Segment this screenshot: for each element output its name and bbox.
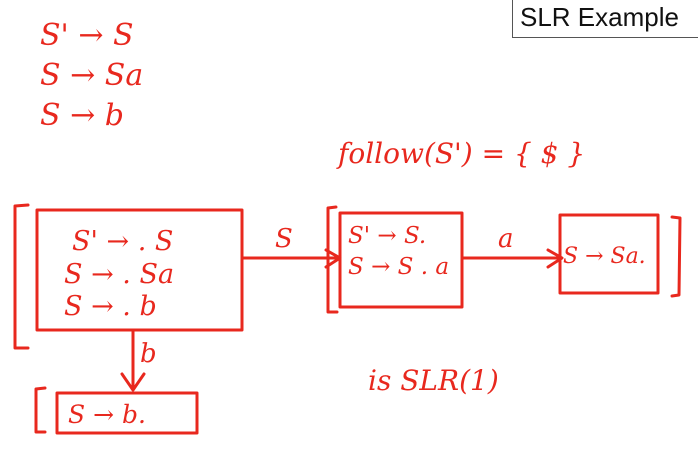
- state-i1-item-2: S → S . a: [348, 254, 449, 280]
- arrow-i1-i2-head: [546, 248, 564, 269]
- state-i0-box: [35, 208, 244, 332]
- state-i0-item-2: S → . Sa: [64, 259, 174, 290]
- state-i2-bracket: [670, 215, 682, 298]
- state-i1-item-1: S' → S.: [348, 223, 426, 249]
- state-i0-bracket: [13, 203, 30, 350]
- label-i0-i3: b: [140, 339, 157, 369]
- arrow-i0-i3-head: [120, 372, 146, 392]
- state-i3-item-1: S → b.: [68, 400, 146, 429]
- state-i2-box: [558, 213, 660, 295]
- grammar-line-1: S' → S: [40, 18, 134, 53]
- slide-title: SLR Example: [512, 0, 698, 38]
- state-i1-bracket: [326, 205, 339, 314]
- state-i1-box: [338, 211, 464, 309]
- grammar-line-2: S → Sa: [40, 58, 143, 93]
- conclusion-text: is SLR(1): [368, 364, 499, 397]
- state-i3-bracket: [34, 386, 47, 434]
- state-i0-item-1: S' → . S: [72, 226, 173, 257]
- state-i3-box: [55, 391, 199, 435]
- state-i2-item-1: S → Sa.: [563, 244, 646, 269]
- label-i0-i1: S: [275, 224, 293, 254]
- label-i1-i2: a: [498, 224, 514, 254]
- follow-set: follow(S') = { $ }: [336, 137, 585, 170]
- state-i0-item-3: S → . b: [64, 291, 157, 322]
- grammar-line-3: S → b: [40, 98, 124, 133]
